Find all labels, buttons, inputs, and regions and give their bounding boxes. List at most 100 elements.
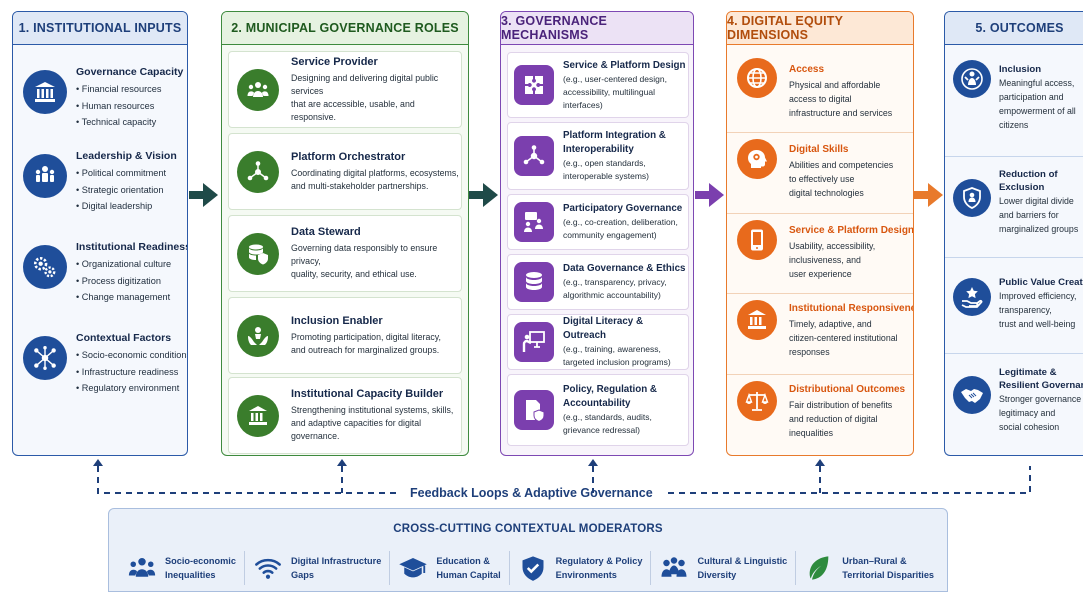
mobile-icon: [737, 220, 777, 260]
flow-arrow-3-icon: [695, 183, 724, 207]
building-icon: [237, 394, 279, 437]
handshake-icon: [953, 376, 991, 414]
database-icon: [514, 262, 554, 302]
diverse-people-icon: [659, 553, 689, 583]
input-title: Governance Capacity: [76, 66, 184, 78]
role-title: Platform Orchestrator: [291, 150, 406, 163]
puzzle-icon: [514, 65, 554, 105]
role-desc-line: and multi-stakeholder partnerships.: [291, 180, 429, 191]
input-bullet: Human resources: [76, 98, 183, 115]
integration-nodes-icon: [514, 136, 554, 176]
municipal-roles-panel: 2. MUNICIPAL GOVERNANCE ROLES Service Pr…: [221, 11, 469, 456]
outcome-title: Exclusion: [999, 182, 1045, 193]
mechanism-title: Digital Literacy & Outreach: [563, 316, 644, 341]
role-title: Institutional Capacity Builder: [291, 388, 444, 400]
flow-arrow-4-icon: [914, 183, 943, 207]
moderator-label: Human Capital: [436, 570, 501, 580]
mechanism-title: Platform Integration &: [563, 130, 666, 141]
mechanism-title: Data Governance & Ethics: [563, 263, 686, 274]
outcome-desc-line: social cohesion: [999, 422, 1060, 432]
digital-equity-header: 4. DIGITAL EQUITY DIMENSIONS: [727, 12, 913, 45]
mechanism-title: Accountability: [563, 398, 631, 409]
role-desc-line: Coordinating digital platforms, ecosyste…: [291, 167, 459, 178]
mechanism-policy-regulation: Policy, Regulation &Accountability (e.g.…: [507, 374, 689, 446]
equity-desc-line: Fair distribution of benefits: [789, 400, 893, 410]
input-bullet: Financial resources: [76, 81, 183, 98]
equity-digital-skills: Digital Skills Abilities and competencie…: [727, 133, 913, 214]
outcome-inclusion: Inclusion Meaningful access,participatio…: [945, 52, 1083, 157]
equity-desc-line: to effectively use: [789, 174, 855, 184]
mechanism-platform-integration: Platform Integration & Interoperability (…: [507, 122, 689, 190]
role-desc-line: and outreach for marginalized groups.: [291, 344, 440, 355]
outcome-title: Public Value Creation: [999, 277, 1083, 288]
role-service-provider: Service Provider Designing and deliverin…: [228, 51, 462, 128]
feedback-loops-label: Feedback Loops & Adaptive Governance: [410, 486, 653, 500]
role-title: Inclusion Enabler: [291, 314, 383, 327]
equity-desc-line: Timely, adaptive, and: [789, 319, 872, 329]
input-bullet: Infrastructure readiness: [76, 364, 187, 381]
mechanism-title: Interoperability: [563, 144, 634, 155]
moderator-label: Cultural & Linguistic: [697, 556, 788, 566]
flow-arrow-2-icon: [469, 183, 498, 207]
equity-desc-line: Usability, accessibility,: [789, 241, 876, 251]
hands-person-icon: [237, 314, 279, 357]
moderator-label: Environments: [555, 570, 617, 580]
outcome-desc-line: and barriers for: [999, 210, 1059, 220]
moderator-label: Territorial Disparities: [842, 570, 935, 580]
input-bullet: Digital leadership: [76, 198, 177, 215]
equity-desc-line: digital technologies: [789, 188, 864, 198]
scales-icon: [737, 381, 777, 421]
mechanism-desc-line: algorithmic accountability): [563, 290, 661, 300]
equity-distributional-outcomes: Distributional Outcomes Fair distributio…: [727, 375, 913, 455]
input-title: Contextual Factors: [76, 332, 172, 344]
equity-desc-line: responses: [789, 347, 830, 357]
moderator-label: Diversity: [697, 570, 737, 580]
inclusion-icon: [953, 60, 991, 98]
outcome-desc-line: trust and well-being: [999, 319, 1076, 329]
mechanism-desc-line: (e.g., open standards,: [563, 158, 646, 168]
governance-mechanisms-header: 3. GOVERNANCE MECHANISMS: [501, 12, 693, 45]
mechanism-desc-line: (e.g., transparency, privacy,: [563, 277, 667, 287]
input-title: Institutional Readiness: [76, 241, 188, 253]
moderator-education: Education &Human Capital: [390, 551, 510, 585]
role-data-steward: Data Steward Governing data responsibly …: [228, 215, 462, 292]
equity-desc-line: Physical and affordable: [789, 80, 881, 90]
role-desc-line: Promoting participation, digital literac…: [291, 331, 441, 342]
input-bullet: Change management: [76, 289, 187, 306]
role-desc-line: Designing and delivering digital public …: [291, 72, 439, 96]
moderator-label: Digital Infrastructure: [290, 556, 382, 566]
equity-desc-line: inclusiveness, and: [789, 255, 861, 265]
equity-service-design: Service & Platform Design Usability, acc…: [727, 214, 913, 294]
mechanism-title: Service & Platform Design: [563, 59, 686, 71]
role-desc-line: Governing data responsibly to ensure pri…: [291, 243, 438, 266]
team-leader-icon: [23, 154, 67, 198]
equity-desc-line: inequalities: [789, 428, 834, 438]
graduation-cap-icon: [398, 553, 428, 583]
outcome-desc-line: marginalized groups: [999, 224, 1079, 234]
equity-desc-line: access to digital: [789, 94, 852, 104]
outcome-desc-line: Stronger governance: [999, 394, 1082, 404]
equity-access: Access Physical and affordable access to …: [727, 52, 913, 133]
input-bullet: Technical capacity: [76, 114, 183, 131]
equity-title: Service & Platform Design: [789, 225, 914, 236]
globe-icon: [737, 58, 777, 98]
input-bullet: Socio-economic conditions: [76, 347, 187, 364]
moderator-label: Regulatory & Policy: [555, 556, 643, 566]
flow-arrow-1-icon: [189, 183, 218, 207]
input-institutional-readiness: Institutional Readiness Organizational c…: [23, 241, 188, 306]
moderator-urban-rural: Urban–Rural &Territorial Disparities: [796, 551, 942, 585]
role-platform-orchestrator: Platform Orchestrator Coordinating digit…: [228, 133, 462, 210]
hub-nodes-icon: [237, 150, 279, 193]
equity-title: Access: [789, 64, 825, 75]
outcome-desc-line: Lower digital divide: [999, 196, 1074, 206]
hand-star-icon: [953, 278, 991, 316]
outcomes-header: 5. OUTCOMES: [945, 12, 1083, 45]
mechanism-digital-literacy: Digital Literacy & Outreach (e.g., train…: [507, 314, 689, 370]
cross-cutting-moderators-panel: CROSS-CUTTING CONTEXTUAL MODERATORS Soci…: [108, 508, 948, 592]
meeting-icon: [514, 202, 554, 242]
input-title: Leadership & Vision: [76, 150, 177, 162]
mechanism-desc-line: (e.g., co-creation, deliberation,: [563, 217, 678, 227]
wifi-icon: [253, 553, 283, 583]
